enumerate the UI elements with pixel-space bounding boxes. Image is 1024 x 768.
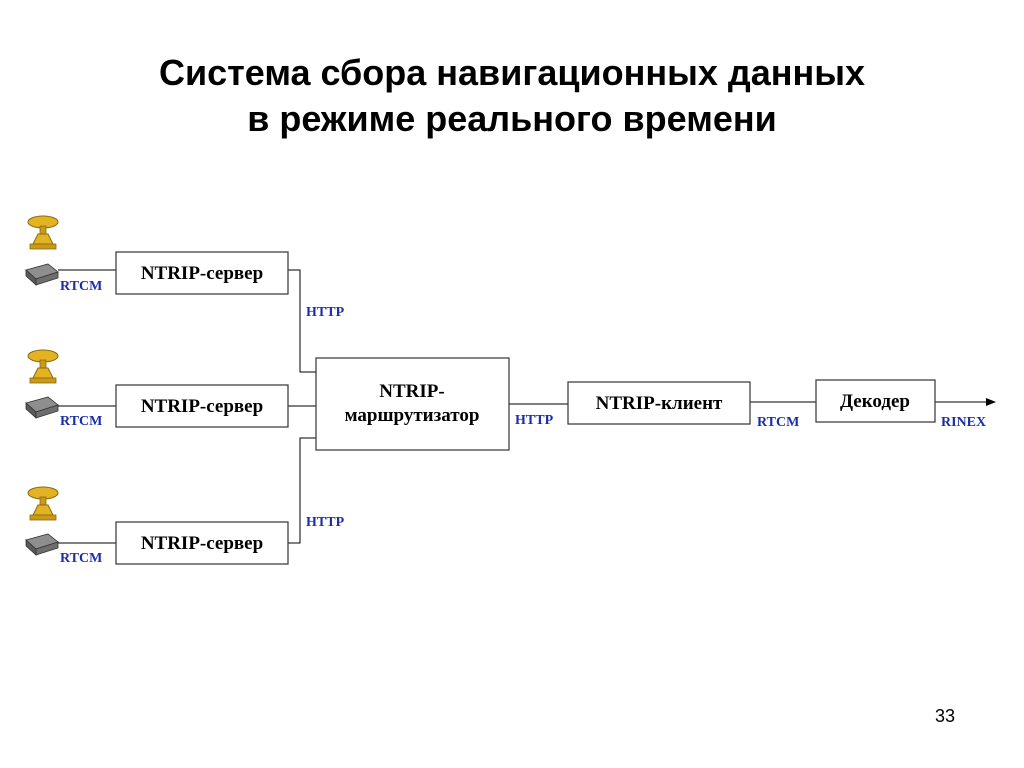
rtcm-label: RTCM xyxy=(60,551,102,566)
gnss-station-1 xyxy=(25,215,59,286)
gnss-station-2 xyxy=(25,349,59,419)
gnss-receiver-icon xyxy=(25,396,59,419)
ntrip-server-box-2: NTRIP-сервер xyxy=(115,384,289,428)
ntrip-server-label: NTRIP-сервер xyxy=(141,396,263,417)
ntrip-router-label-line-2: маршрутизатор xyxy=(345,405,480,426)
gnss-receiver-icon xyxy=(25,533,59,556)
ntrip-client-label: NTRIP-клиент xyxy=(596,393,723,414)
connection-lines xyxy=(58,269,996,544)
ntrip-server-box-3: NTRIP-сервер xyxy=(115,521,289,565)
http-label: HTTP xyxy=(306,515,345,530)
ntrip-client-box: NTRIP-клиент xyxy=(567,381,751,425)
decoder-box: Декодер xyxy=(815,379,936,423)
gnss-antenna-icon xyxy=(27,486,59,521)
rinex-label: RINEX xyxy=(941,415,986,430)
ntrip-server-box-1: NTRIP-сервер xyxy=(115,251,289,295)
ntrip-server-label: NTRIP-сервер xyxy=(141,533,263,554)
page-number: 33 xyxy=(935,706,956,726)
slide-title: Система сбора навигационных данных в реж… xyxy=(0,50,1024,142)
gnss-antenna-icon xyxy=(27,215,59,250)
gnss-antenna-icon xyxy=(27,349,59,384)
http-label: HTTP xyxy=(515,413,554,428)
decoder-label: Декодер xyxy=(840,391,910,412)
rtcm-label: RTCM xyxy=(757,415,799,430)
gnss-station-3 xyxy=(25,486,59,556)
slide-title-line-1: Система сбора навигационных данных xyxy=(159,52,865,93)
slide-title-line-2: в режиме реального времени xyxy=(247,98,777,139)
rtcm-label: RTCM xyxy=(60,414,102,429)
http-label: HTTP xyxy=(306,305,345,320)
gnss-receiver-icon xyxy=(25,263,59,286)
rtcm-label: RTCM xyxy=(60,279,102,294)
ntrip-router-box: NTRIP- маршрутизатор xyxy=(315,357,510,451)
ntrip-server-label: NTRIP-сервер xyxy=(141,263,263,284)
ntrip-router-label-line-1: NTRIP- xyxy=(379,381,444,402)
protocol-labels: RTCM RTCM RTCM HTTP HTTP HTTP RTCM RINEX xyxy=(60,279,986,566)
